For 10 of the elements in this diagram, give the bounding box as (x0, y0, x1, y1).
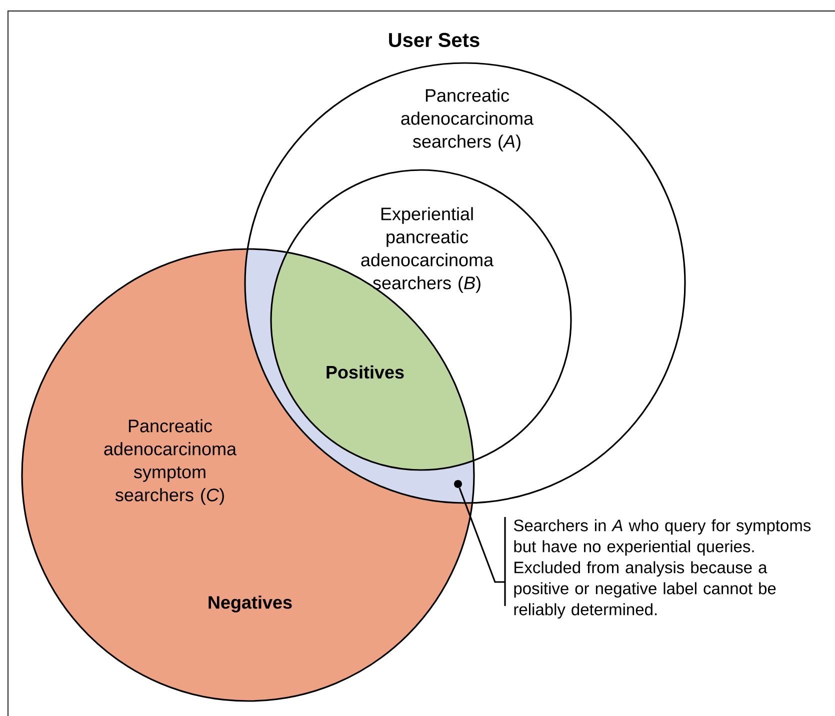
leader-dot (454, 480, 462, 488)
title: User Sets (389, 32, 480, 48)
region-label: Negatives (208, 596, 292, 612)
region-label: Positives (326, 365, 404, 379)
set-label: Pancreatic adenocarcinoma symptom searchers (C) (104, 419, 237, 505)
callout-text: Searchers in A who query for symptoms but have no experiential queries. Excluded from analysis because a positive or negative label cannot be reliably determined. (504, 517, 811, 619)
set-circle (270, 169, 572, 471)
set-circle (244, 62, 686, 504)
set-label: Pancreatic adenocarcinoma searchers (A) (401, 88, 534, 152)
set-label: Experiential pancreatic adenocarcinoma searchers (B) (361, 207, 494, 293)
